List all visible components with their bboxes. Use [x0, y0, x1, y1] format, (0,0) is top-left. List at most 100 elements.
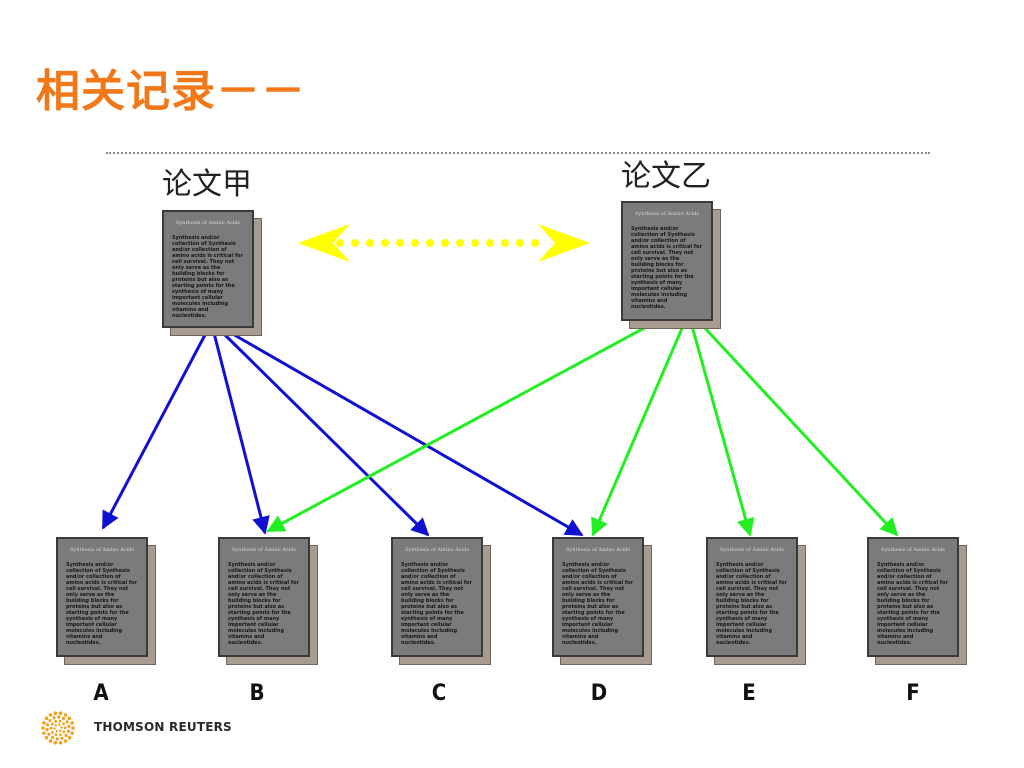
logo-dot — [67, 716, 72, 721]
title-divider — [106, 152, 930, 154]
document-title: Synthesis of Amino Acids — [881, 547, 945, 553]
logo-dot — [71, 726, 75, 730]
document-title: Synthesis of Amino Acids — [405, 547, 469, 553]
paper-yi-label: 论文乙 — [621, 159, 711, 194]
logo-dot — [48, 739, 53, 743]
document-title: Synthesis of Amino Acids — [70, 547, 134, 553]
related-records-arrow — [298, 224, 590, 262]
logo-dot — [53, 711, 58, 716]
arrow-jia-to-b — [212, 332, 270, 535]
logo-dot — [50, 722, 54, 726]
logo-dot — [42, 731, 46, 735]
logo-dot — [60, 736, 64, 740]
cited-label-f: F — [906, 681, 920, 706]
logo-dot — [66, 729, 71, 733]
logo-dot — [44, 716, 49, 721]
logo-dot — [62, 722, 65, 726]
cited-document-b: Synthesis of Amino Acids Synthesis and/o… — [218, 537, 318, 665]
cited-label-e: E — [742, 681, 756, 706]
document-page: Synthesis of Amino Acids Synthesis and/o… — [218, 537, 310, 657]
logo-dot — [54, 720, 58, 723]
document-body: Synthesis and/or collection of Synthesis… — [172, 235, 243, 319]
document-title: Synthesis of Amino Acids — [176, 220, 240, 226]
document-page: Synthesis of Amino Acids Synthesis and/o… — [621, 201, 713, 321]
logo-dot — [41, 726, 45, 730]
logo-dot — [63, 726, 67, 730]
cited-label-d: D — [590, 681, 608, 706]
logo-dot — [54, 724, 58, 727]
cited-label-b: B — [249, 681, 265, 706]
logo-dot — [63, 739, 68, 743]
paper-jia-label: 论文甲 — [162, 167, 252, 202]
logo-dot — [50, 735, 55, 740]
logo-dot — [47, 732, 51, 736]
logo-dot — [61, 716, 66, 721]
logo-dot — [70, 721, 74, 725]
reuters-dot-ring-icon — [41, 711, 75, 745]
logo-dot — [54, 733, 58, 737]
document-body: Synthesis and/or collection of Synthesis… — [401, 562, 472, 646]
document-title: Synthesis of Amino Acids — [635, 211, 699, 217]
arrow-yi-to-f — [701, 324, 899, 537]
cited-label-a: A — [93, 681, 109, 706]
logo-dot — [58, 719, 62, 723]
logo-dot — [70, 731, 74, 735]
slide-title: 相关记录－－ — [36, 66, 306, 117]
related-arrow-right-head — [538, 224, 590, 262]
logo-dot — [57, 715, 61, 719]
cited-document-e: Synthesis of Amino Acids Synthesis and/o… — [706, 537, 806, 665]
document-body: Synthesis and/or collection of Synthesis… — [228, 562, 299, 646]
cited-document-d: Synthesis of Amino Acids Synthesis and/o… — [552, 537, 652, 665]
logo-dot — [58, 729, 62, 732]
document-page: Synthesis of Amino Acids Synthesis and/o… — [706, 537, 798, 657]
arrow-jia-to-a — [101, 332, 208, 530]
logo-dot — [53, 740, 58, 745]
logo-dot — [65, 720, 69, 724]
document-title: Synthesis of Amino Acids — [232, 547, 296, 553]
logo-dot — [45, 728, 49, 732]
logo-dot — [52, 716, 56, 720]
logo-dot — [58, 740, 63, 745]
document-title: Synthesis of Amino Acids — [720, 547, 784, 553]
document-body: Synthesis and/or collection of Synthesis… — [562, 562, 633, 646]
document-body: Synthesis and/or collection of Synthesis… — [631, 226, 702, 310]
logo-dot — [42, 721, 46, 725]
logo-dot — [48, 718, 52, 723]
logo-dot — [63, 713, 68, 717]
document-page: Synthesis of Amino Acids Synthesis and/o… — [391, 537, 483, 657]
paper-jia-document: Synthesis of Amino Acids Synthesis and/o… — [162, 210, 262, 336]
logo-dot — [49, 726, 53, 730]
arrow-jia-to-c — [221, 331, 430, 537]
logo-dot — [64, 733, 68, 738]
arrow-jia-to-d — [230, 331, 584, 537]
cited-document-f: Synthesis of Amino Acids Synthesis and/o… — [867, 537, 967, 665]
arrow-yi-to-b — [266, 324, 649, 533]
document-page: Synthesis of Amino Acids Synthesis and/o… — [56, 537, 148, 657]
logo-dot — [58, 723, 61, 726]
cited-label-c: C — [431, 681, 447, 706]
arrow-yi-to-e — [690, 325, 755, 537]
logo-dot — [55, 737, 59, 741]
logo-dot — [58, 733, 62, 736]
paper-yi-document: Synthesis of Amino Acids Synthesis and/o… — [621, 201, 721, 329]
logo-dot — [44, 735, 49, 740]
logo-dot — [62, 730, 66, 734]
brand-name: THOMSON REUTERS — [94, 720, 232, 734]
related-arrow-left-head — [298, 224, 350, 262]
logo-dot — [45, 723, 50, 727]
document-page: Synthesis of Amino Acids Synthesis and/o… — [552, 537, 644, 657]
thomson-reuters-logo: THOMSON REUTERS — [40, 710, 240, 745]
document-body: Synthesis and/or collection of Synthesis… — [716, 562, 787, 646]
cited-document-a: Synthesis of Amino Acids Synthesis and/o… — [56, 537, 156, 665]
logo-dot — [53, 727, 56, 730]
cited-document-c: Synthesis of Amino Acids Synthesis and/o… — [391, 537, 491, 665]
document-body: Synthesis and/or collection of Synthesis… — [66, 562, 137, 646]
document-body: Synthesis and/or collection of Synthesis… — [877, 562, 948, 646]
document-page: Synthesis of Amino Acids Synthesis and/o… — [867, 537, 959, 657]
logo-dot — [55, 730, 58, 733]
logo-dot — [58, 711, 63, 716]
document-title: Synthesis of Amino Acids — [566, 547, 630, 553]
logo-dot — [51, 730, 54, 734]
document-page: Synthesis of Amino Acids Synthesis and/o… — [162, 210, 254, 328]
